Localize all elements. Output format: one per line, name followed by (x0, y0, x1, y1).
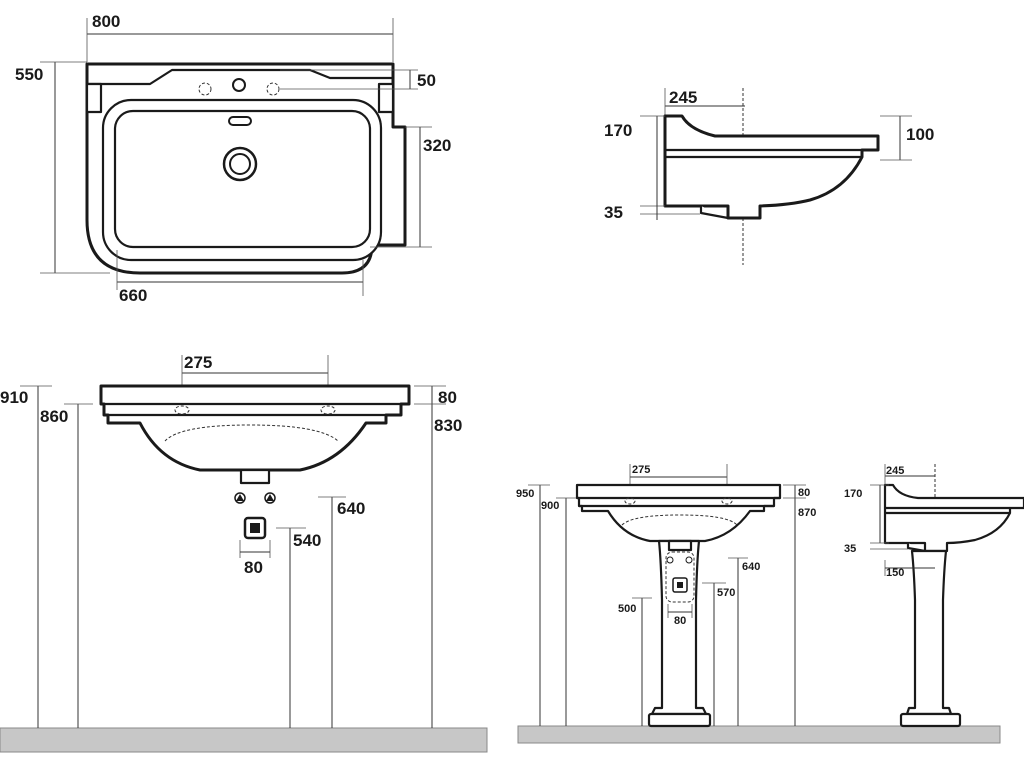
front-view-pedestal: 275 80 950 900 500 80 (516, 464, 1001, 744)
top-view: 800 550 50 320 (15, 12, 451, 305)
total-height-label: 170 (604, 121, 632, 140)
pedestal-side-height-label: 170 (844, 488, 862, 500)
pedestal-rim-label: 80 (798, 487, 810, 499)
waste-label: 35 (604, 203, 623, 222)
height-640p-label: 640 (742, 561, 760, 573)
pedestal-hidden-opening (665, 551, 695, 603)
pedestal-basin-outline (575, 483, 782, 543)
right-bracket (377, 82, 395, 114)
tap-offset-label: 50 (417, 71, 436, 90)
pedestal-side-back-label: 245 (886, 465, 904, 477)
height-870-label: 870 (798, 507, 816, 519)
height-640-label: 640 (337, 499, 365, 518)
rim-label: 100 (906, 125, 934, 144)
pedestal-side-waste-label: 35 (844, 543, 856, 555)
tap-spacing-label: 275 (184, 353, 212, 372)
side-view: 245 170 35 100 (604, 88, 934, 265)
height-830-label: 830 (434, 416, 462, 435)
floor-right (517, 725, 1001, 744)
height-900-label: 900 (541, 500, 559, 512)
pedestal-foot (647, 712, 712, 728)
pedestal-waste-label: 80 (674, 615, 686, 627)
pedestal-side-basin (883, 483, 1024, 553)
height-500-label: 500 (618, 603, 636, 615)
pedestal-side-column (905, 549, 953, 716)
height-540-label: 540 (293, 531, 321, 550)
basin-back-deck (87, 68, 393, 86)
height-910-label: 910 (0, 388, 28, 407)
pedestal-side-foot (899, 712, 962, 728)
width-label: 800 (92, 12, 120, 31)
front-view-wall: 275 80 910 860 80 830 (0, 353, 488, 753)
depth-label: 550 (15, 65, 43, 84)
waste-outlet (239, 468, 271, 485)
waste-width-label: 80 (244, 558, 263, 577)
floor-left (0, 727, 488, 753)
pedestal-tap-spacing-label: 275 (632, 464, 650, 476)
left-bracket (85, 82, 103, 114)
height-860-label: 860 (40, 407, 68, 426)
side-basin-outline (663, 114, 880, 220)
tap-hole-right (266, 82, 280, 96)
height-950-label: 950 (516, 488, 534, 500)
pedestal-side-foot-label: 150 (886, 567, 904, 579)
bowl-hidden-line (164, 424, 339, 442)
drain-inner (229, 153, 251, 175)
back-label: 245 (669, 88, 697, 107)
tap-hole-center (232, 78, 246, 92)
height-570-label: 570 (717, 587, 735, 599)
bowl-depth-label: 320 (423, 136, 451, 155)
front-basin-outline (99, 384, 411, 472)
rim-height-label: 80 (438, 388, 457, 407)
bowl-width-label: 660 (119, 286, 147, 305)
pedestal-column (650, 539, 708, 716)
overflow-slot (228, 116, 252, 126)
side-view-pedestal: 245 170 35 150 (844, 464, 1024, 728)
tap-hole-left (198, 82, 212, 96)
